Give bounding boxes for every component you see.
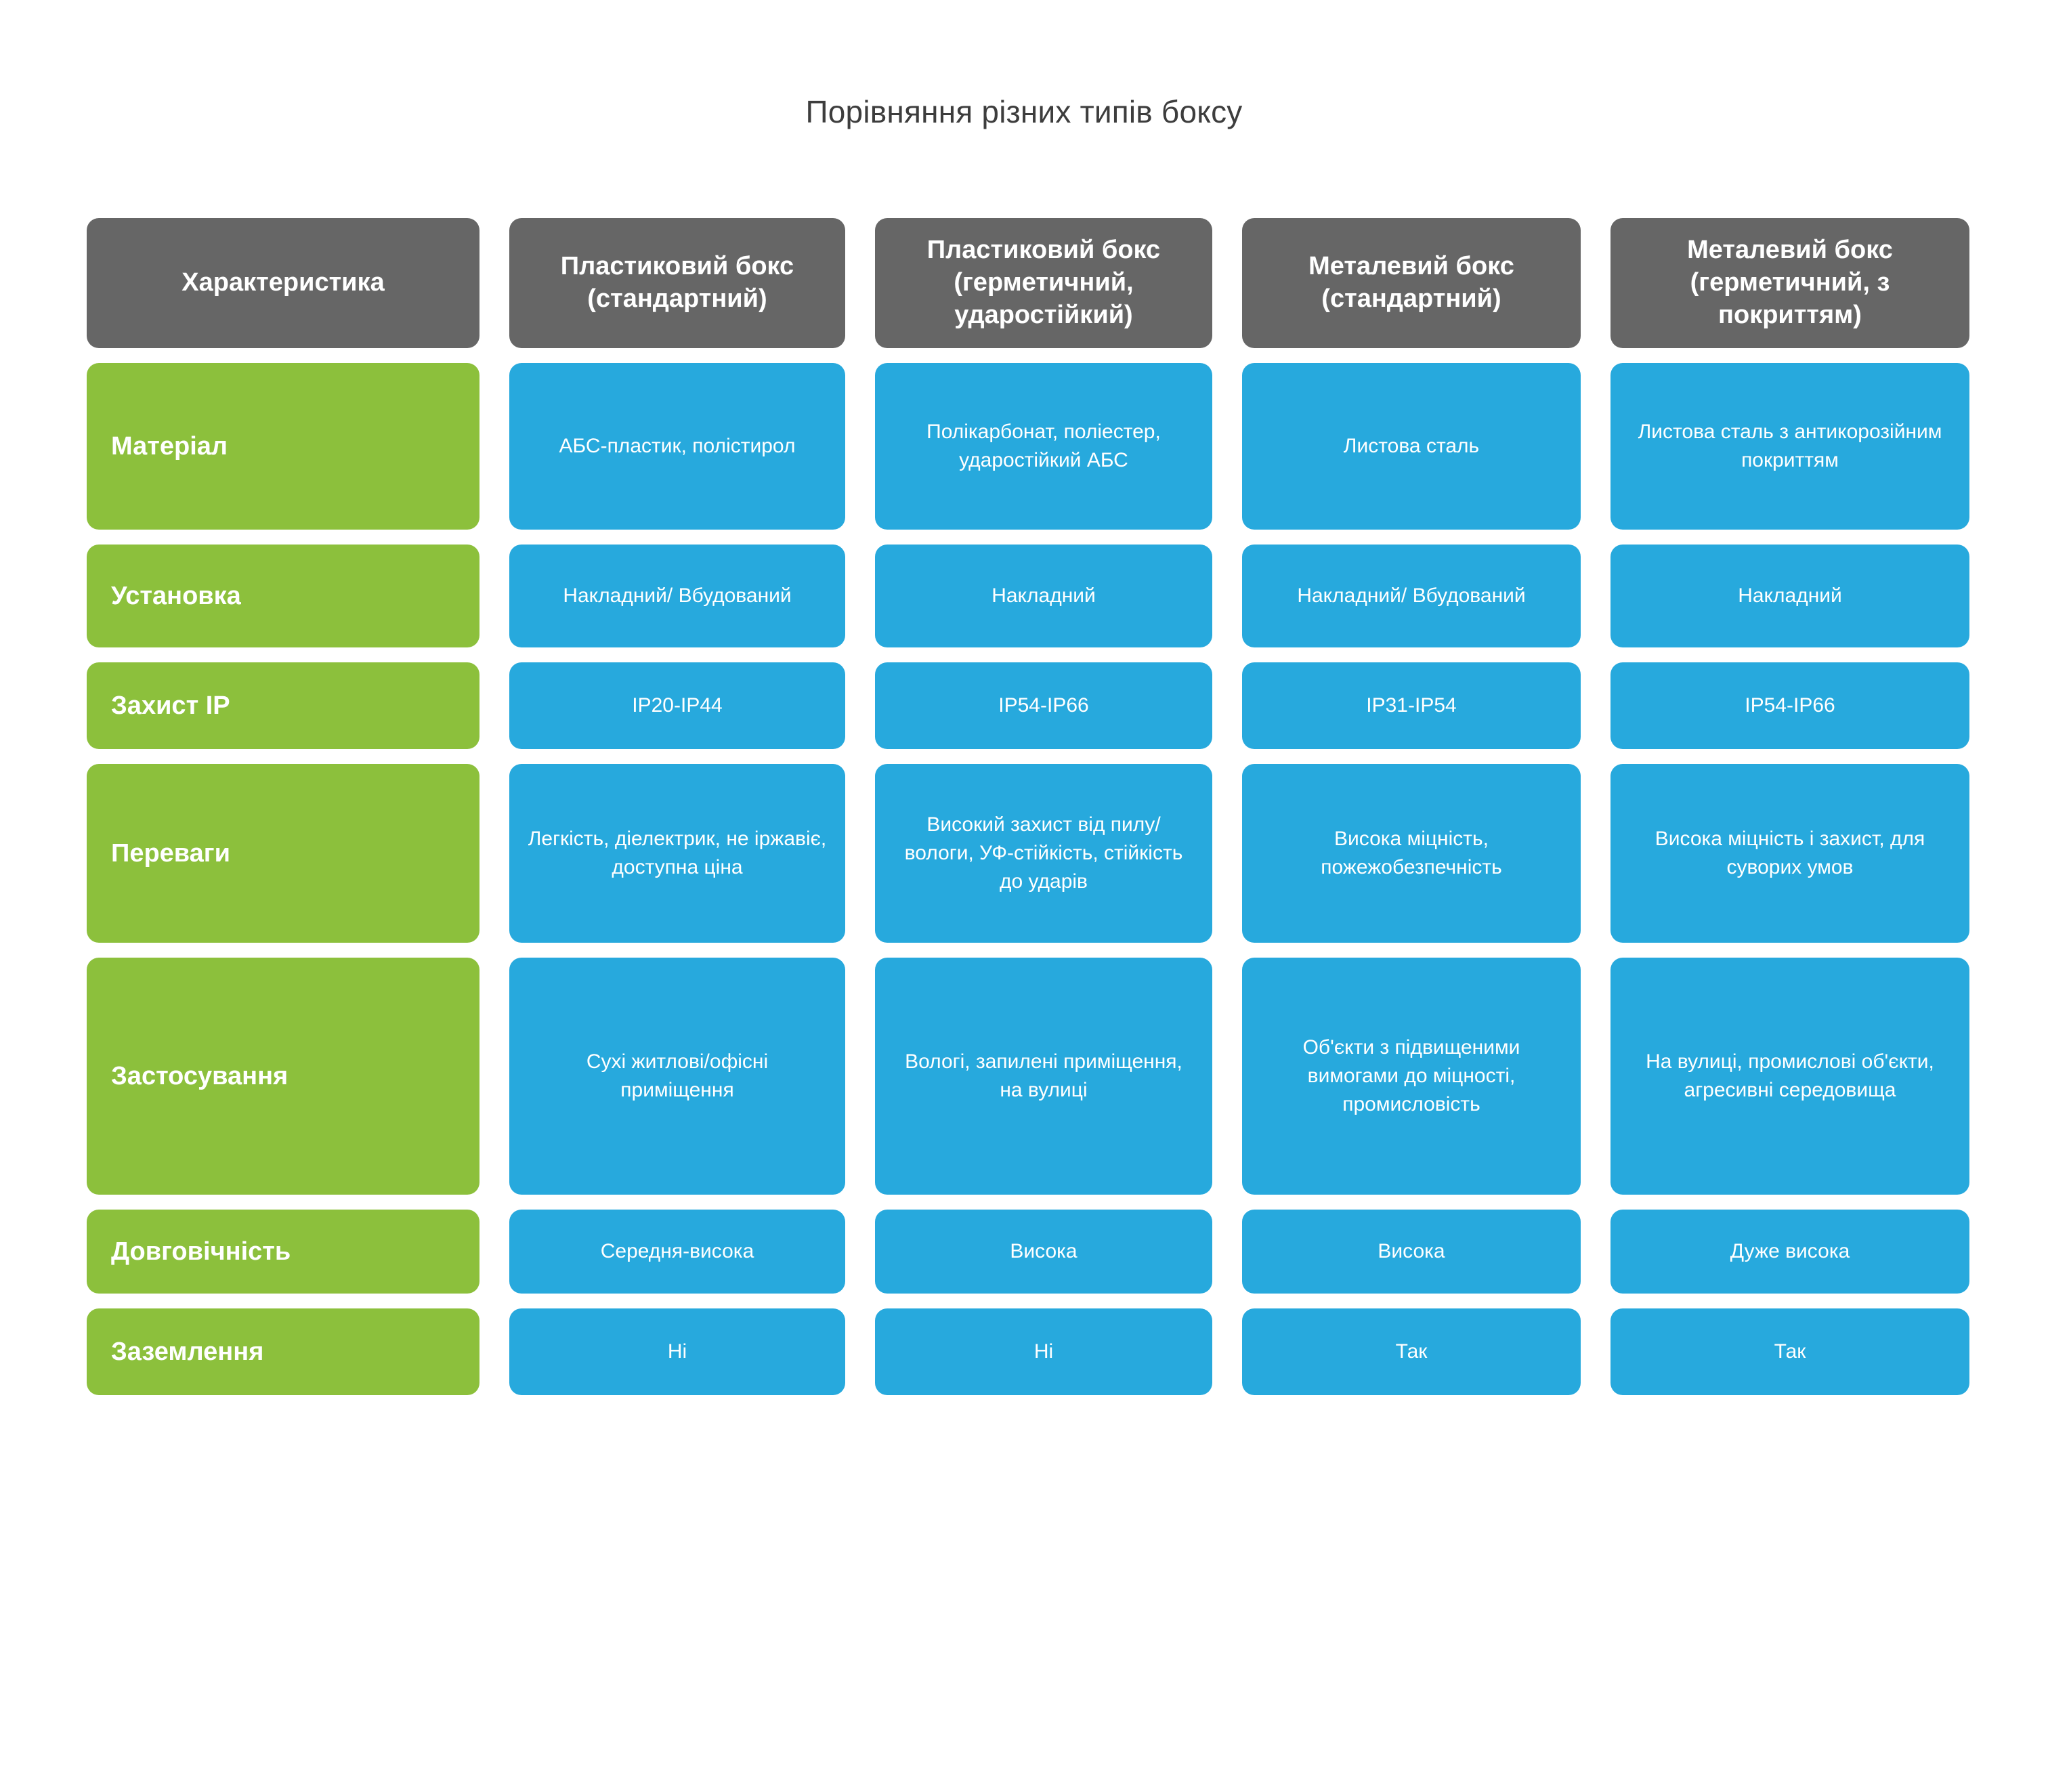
cell-durability-metal-sealed: Дуже висока bbox=[1610, 1210, 1969, 1294]
row-label-durability: Довговічність bbox=[87, 1210, 479, 1294]
cell-durability-metal-standard: Висока bbox=[1242, 1210, 1581, 1294]
cell-benefits-plastic-standard: Легкість, діелектрик, не іржавіє, доступ… bbox=[509, 764, 845, 943]
header-cell-plastic-standard: Пластиковий бокс (стандартний) bbox=[509, 218, 845, 348]
row-label-ip-protection: Захист IP bbox=[87, 662, 479, 749]
cell-material-plastic-sealed: Полікарбонат, поліестер, ударостійкий АБ… bbox=[875, 363, 1212, 530]
cell-installation-metal-standard: Накладний/ Вбудований bbox=[1242, 545, 1581, 647]
cell-ip-plastic-standard: IP20-IP44 bbox=[509, 662, 845, 749]
cell-benefits-plastic-sealed: Високий захист від пилу/вологи, УФ-стійк… bbox=[875, 764, 1212, 943]
table-row-installation: Установка Накладний/ Вбудований Накладни… bbox=[87, 545, 1969, 647]
cell-durability-plastic-standard: Середня-висока bbox=[509, 1210, 845, 1294]
cell-material-metal-standard: Листова сталь bbox=[1242, 363, 1581, 530]
cell-material-metal-sealed: Листова сталь з антикорозійним покриттям bbox=[1610, 363, 1969, 530]
cell-ip-metal-sealed: IP54-IP66 bbox=[1610, 662, 1969, 749]
cell-benefits-metal-sealed: Висока міцність і захист, для суворих ум… bbox=[1610, 764, 1969, 943]
cell-application-metal-sealed: На вулиці, промислові об'єкти, агресивні… bbox=[1610, 958, 1969, 1195]
table-row-material: Матеріал АБС-пластик, полістирол Полікар… bbox=[87, 363, 1969, 530]
cell-application-metal-standard: Об'єкти з підвищеними вимогами до міцнос… bbox=[1242, 958, 1581, 1195]
row-label-material: Матеріал bbox=[87, 363, 479, 530]
table-row-grounding: Заземлення Ні Ні Так Так bbox=[87, 1308, 1969, 1395]
table-row-application: Застосування Сухі житлові/офісні приміще… bbox=[87, 958, 1969, 1195]
row-label-benefits: Переваги bbox=[87, 764, 479, 943]
table-row-ip-protection: Захист IP IP20-IP44 IP54-IP66 IP31-IP54 … bbox=[87, 662, 1969, 749]
title-container: Порівняння різних типів боксу bbox=[0, 95, 2048, 129]
cell-installation-plastic-standard: Накладний/ Вбудований bbox=[509, 545, 845, 647]
cell-application-plastic-standard: Сухі житлові/офісні приміщення bbox=[509, 958, 845, 1195]
header-cell-metal-standard: Металевий бокс (стандартний) bbox=[1242, 218, 1581, 348]
cell-grounding-metal-standard: Так bbox=[1242, 1308, 1581, 1395]
row-label-grounding: Заземлення bbox=[87, 1308, 479, 1395]
cell-ip-plastic-sealed: IP54-IP66 bbox=[875, 662, 1212, 749]
table-row-benefits: Переваги Легкість, діелектрик, не іржаві… bbox=[87, 764, 1969, 943]
header-cell-metal-sealed: Металевий бокс (герметичний, з покриттям… bbox=[1610, 218, 1969, 348]
cell-application-plastic-sealed: Вологі, запилені приміщення, на вулиці bbox=[875, 958, 1212, 1195]
header-cell-characteristic: Характеристика bbox=[87, 218, 479, 348]
row-label-installation: Установка bbox=[87, 545, 479, 647]
comparison-table: Характеристика Пластиковий бокс (стандар… bbox=[87, 218, 1969, 1395]
cell-grounding-metal-sealed: Так bbox=[1610, 1308, 1969, 1395]
cell-durability-plastic-sealed: Висока bbox=[875, 1210, 1212, 1294]
page-title: Порівняння різних типів боксу bbox=[805, 94, 1243, 129]
row-label-application: Застосування bbox=[87, 958, 479, 1195]
header-cell-plastic-sealed: Пластиковий бокс (герметичний, ударостій… bbox=[875, 218, 1212, 348]
table-header-row: Характеристика Пластиковий бокс (стандар… bbox=[87, 218, 1969, 348]
cell-installation-plastic-sealed: Накладний bbox=[875, 545, 1212, 647]
cell-grounding-plastic-standard: Ні bbox=[509, 1308, 845, 1395]
cell-benefits-metal-standard: Висока міцність, пожежобезпечність bbox=[1242, 764, 1581, 943]
cell-ip-metal-standard: IP31-IP54 bbox=[1242, 662, 1581, 749]
cell-grounding-plastic-sealed: Ні bbox=[875, 1308, 1212, 1395]
table-row-durability: Довговічність Середня-висока Висока Висо… bbox=[87, 1210, 1969, 1294]
cell-material-plastic-standard: АБС-пластик, полістирол bbox=[509, 363, 845, 530]
cell-installation-metal-sealed: Накладний bbox=[1610, 545, 1969, 647]
